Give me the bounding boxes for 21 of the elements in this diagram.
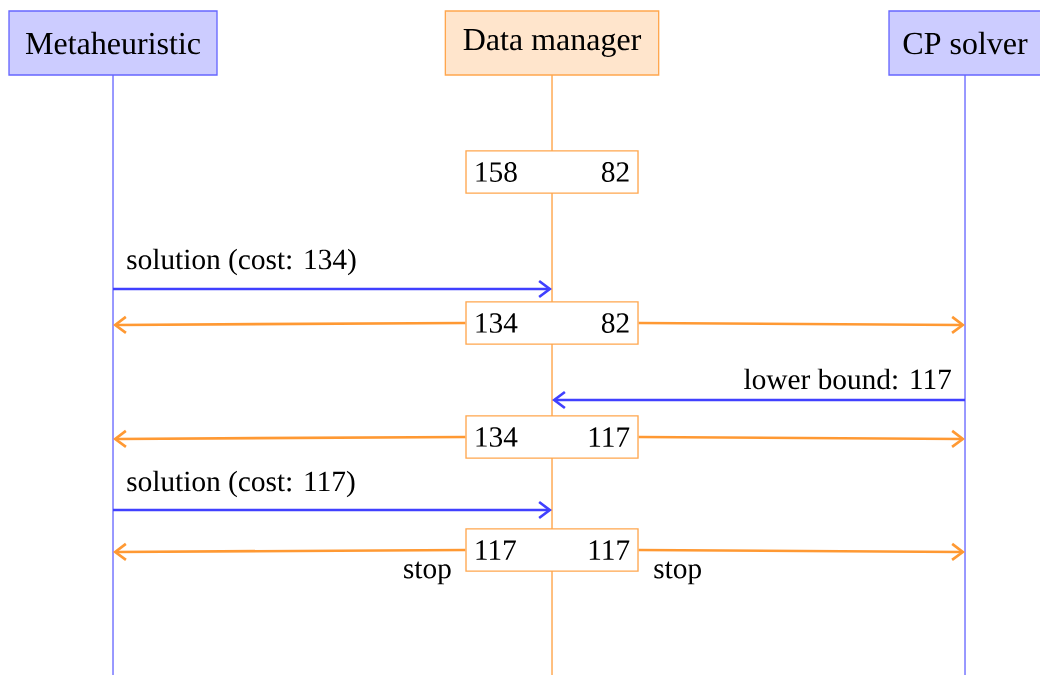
- arrow: [113, 315, 466, 334]
- value-box: 134 82: [465, 301, 639, 345]
- edge-label: solution (cost: 134): [127, 248, 356, 276]
- edge-label: solution (cost: 117): [127, 470, 355, 498]
- value-box: 158 82: [465, 150, 639, 194]
- arrow: [113, 542, 466, 561]
- arrow: [113, 429, 466, 448]
- arrow: [113, 279, 552, 299]
- participant-box: Data manager: [444, 10, 660, 76]
- arrow: [638, 315, 966, 334]
- arrow: [113, 500, 552, 520]
- value-box: 134 117: [465, 415, 639, 459]
- arrow: [552, 390, 965, 410]
- value-box: 117 117: [465, 528, 639, 572]
- participant-box: CP solver: [888, 10, 1040, 76]
- arrow: [638, 542, 966, 561]
- arrow: [638, 429, 966, 448]
- participant-box: Metaheuristic: [8, 10, 218, 76]
- edge-label: stop: [404, 561, 451, 585]
- edge-label: stop: [654, 561, 701, 585]
- edge-label: lower bound: 117: [744, 368, 951, 390]
